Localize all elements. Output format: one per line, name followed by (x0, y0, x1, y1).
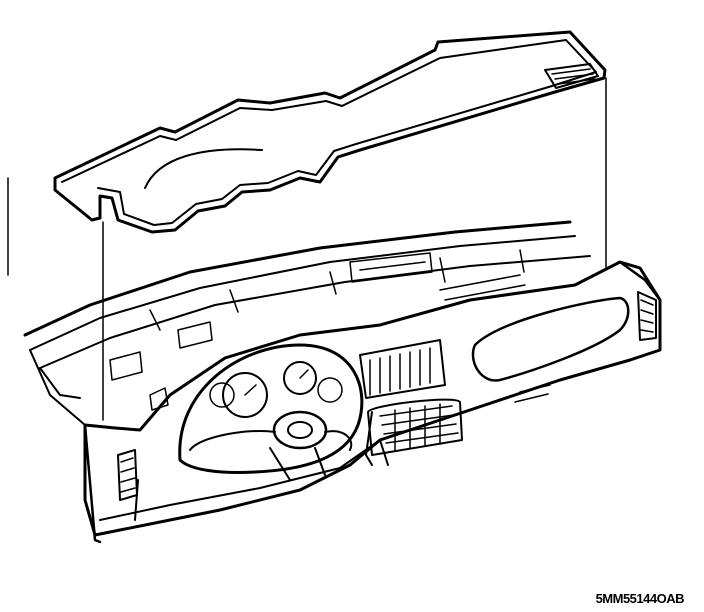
alignment-lines (7, 77, 607, 421)
tachometer-gauge (283, 361, 317, 395)
right-end-cap (618, 260, 662, 302)
panel-lower-edge (99, 439, 381, 521)
center-air-vents (359, 339, 446, 399)
dash-trim-pad-inner-edge (61, 39, 597, 226)
steering-column (189, 410, 353, 481)
defroster-slot (554, 73, 594, 80)
panel-top-edge (23, 220, 572, 337)
cluster-hood-arc (144, 148, 263, 189)
defroster-grille (544, 63, 599, 89)
right-side-vent (637, 291, 657, 341)
dash-trim-pad (53, 30, 607, 234)
center-console-controls (365, 398, 463, 466)
left-side-panel (29, 349, 138, 544)
dash-trim-pad-outline (53, 30, 607, 234)
left-side-vent (117, 449, 138, 501)
defroster-slot (551, 68, 591, 75)
temp-gauge (317, 377, 343, 403)
speedometer-gauge (222, 372, 268, 418)
instrument-panel (23, 220, 662, 544)
panel-top-edge-inner (29, 235, 576, 351)
figure-reference-code: 5MM55144OAB (595, 591, 685, 606)
defroster-slot (557, 78, 596, 85)
defroster-ducts (39, 255, 591, 369)
cluster-bezel (178, 343, 364, 474)
fuel-gauge (209, 382, 235, 408)
glove-box-door (471, 296, 630, 382)
speaker-grille (349, 252, 433, 283)
panel-body-outline (83, 260, 662, 537)
instrument-cluster (178, 343, 364, 474)
